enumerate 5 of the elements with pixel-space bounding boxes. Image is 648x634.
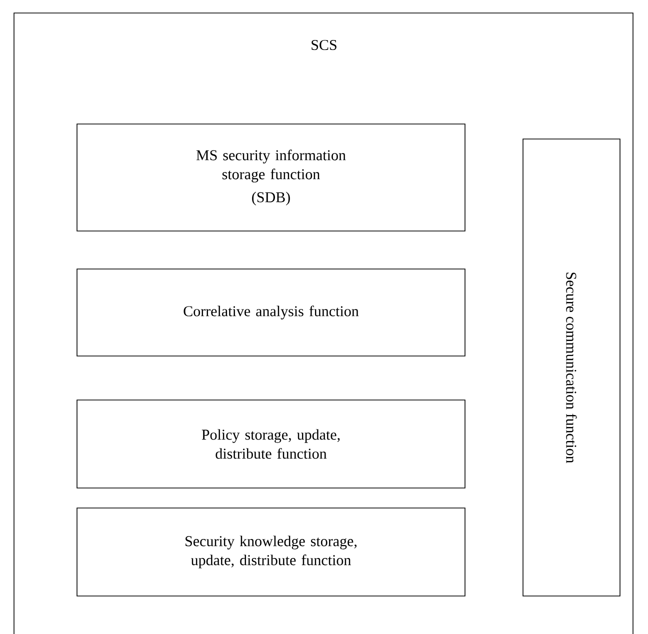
function-box: Policy storage, update, distribute function: [76, 400, 466, 488]
function-box: Secure communication function: [522, 138, 620, 596]
function-box: Security knowledge storage, update, distribute function: [76, 508, 466, 596]
function-box: MS security information storage function (SDB): [76, 124, 466, 232]
function-box: Correlative analysis function: [76, 268, 466, 356]
